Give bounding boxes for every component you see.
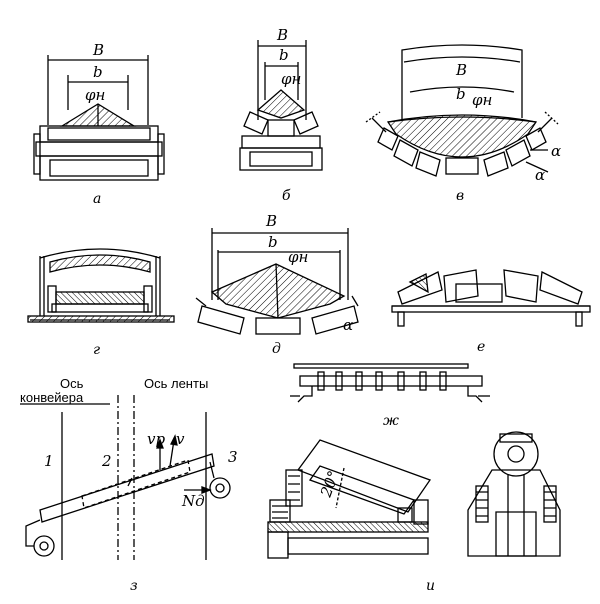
d-caption: д	[272, 341, 281, 357]
z-caption: з	[130, 578, 138, 594]
z-v: v	[176, 430, 185, 448]
d-dim-b: b	[268, 233, 278, 251]
panel-zh	[290, 363, 490, 403]
b-dim-B: B	[276, 26, 288, 44]
d-alpha: α	[343, 316, 353, 334]
panel-b	[239, 40, 323, 171]
panel-d	[195, 228, 359, 335]
v-dim-B: B	[455, 61, 467, 79]
v-caption: в	[456, 188, 464, 204]
b-dim-b: b	[279, 46, 289, 64]
z-label-2: 2	[101, 452, 112, 470]
zh-caption: ж	[383, 413, 399, 429]
z-vr: vр	[147, 430, 165, 448]
i-caption: и	[426, 578, 435, 594]
a-angle: φн	[85, 86, 105, 104]
a-dim-b: b	[93, 63, 103, 81]
d-angle: φн	[288, 248, 308, 266]
a-caption: а	[93, 191, 101, 207]
panel-a	[33, 55, 165, 181]
v-alpha1: α	[551, 142, 561, 160]
b-angle: φн	[281, 70, 301, 88]
z-Nd: Nд	[181, 492, 205, 510]
v-dim-b: b	[456, 85, 466, 103]
e-caption: е	[477, 339, 485, 355]
g-caption: г	[93, 342, 100, 358]
z-label-1: 1	[44, 452, 54, 470]
panel-i	[267, 431, 561, 559]
v-alpha2: α	[535, 166, 545, 184]
z-label-3: 3	[228, 448, 238, 466]
v-angle: φн	[472, 91, 492, 109]
panel-e	[391, 269, 591, 327]
z-axis-conveyor-2: конвейера	[20, 390, 84, 405]
panel-v	[365, 44, 559, 177]
b-caption: б	[282, 188, 291, 204]
z-axis-conveyor-1: Ось	[60, 376, 84, 391]
panel-g	[27, 248, 175, 323]
z-axis-belt: Ось ленты	[144, 376, 208, 391]
a-dim-B: B	[92, 41, 104, 59]
panel-z	[20, 395, 231, 560]
d-dim-B: B	[265, 212, 277, 230]
